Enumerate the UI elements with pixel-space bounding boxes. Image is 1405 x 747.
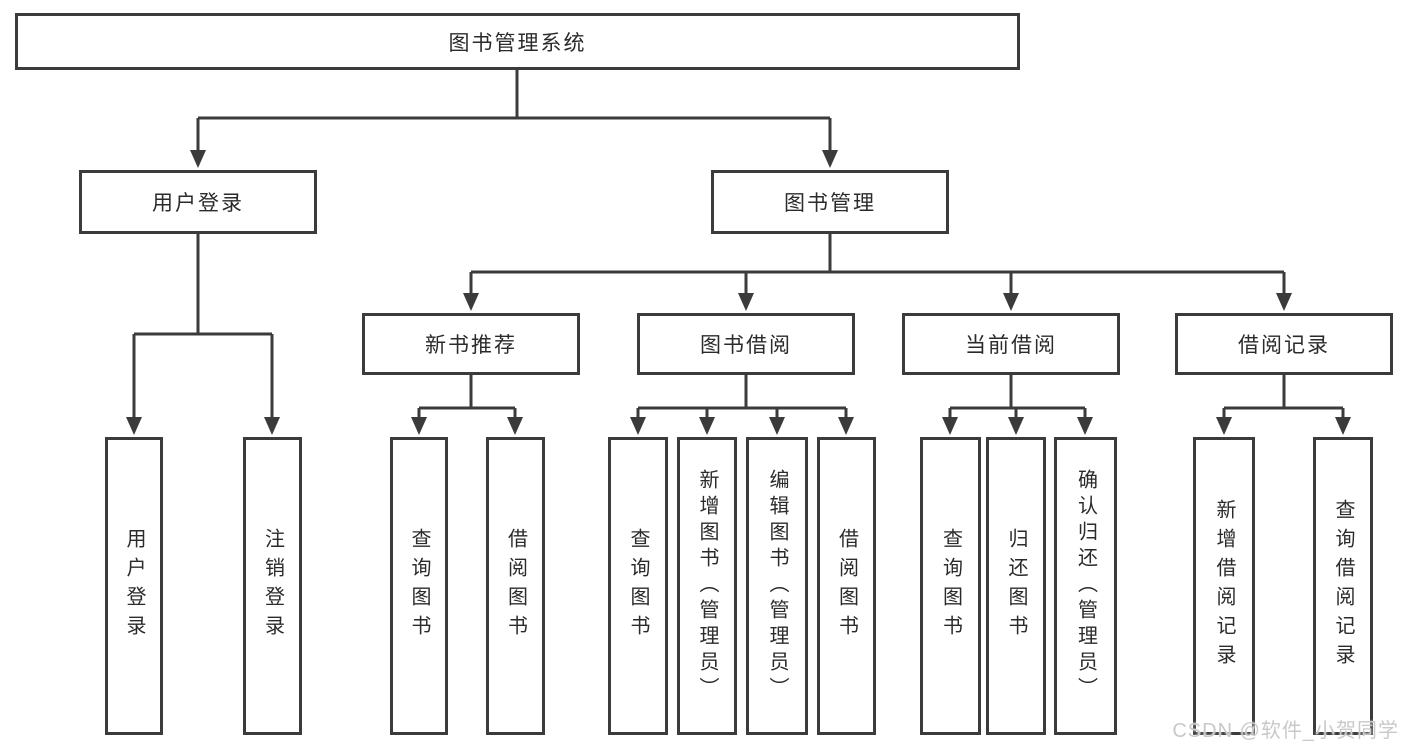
node-current-borrowing: 当前借阅	[902, 313, 1120, 375]
csdn-watermark: CSDN @软件_小贺同学	[1172, 720, 1399, 742]
node-label: 借阅记录	[1238, 334, 1330, 357]
node-new-book-recommend: 新书推荐	[362, 313, 580, 375]
node-label: 查询图书	[408, 528, 430, 644]
leaf-borrow-books-recommend: 借阅图书	[486, 437, 545, 735]
leaf-add-book-admin: 新增图书（管理员）	[677, 437, 737, 735]
leaf-return-book: 归还图书	[986, 437, 1046, 735]
leaf-add-borrow-record: 新增借阅记录	[1193, 437, 1255, 735]
node-book-borrowing: 图书借阅	[637, 313, 855, 375]
arrowheads	[126, 150, 1351, 435]
node-label: 图书借阅	[700, 334, 792, 357]
node-label: 查询图书	[627, 528, 649, 644]
leaf-confirm-return-admin: 确认归还（管理员）	[1054, 437, 1117, 735]
node-label: 用户登录	[123, 528, 145, 644]
node-book-management-system: 图书管理系统	[15, 13, 1020, 70]
node-label: 借阅图书	[504, 528, 527, 644]
node-book-management: 图书管理	[711, 170, 949, 234]
node-label: 确认归还（管理员）	[1074, 469, 1097, 703]
node-label: 注销登录	[261, 528, 284, 644]
node-user-login: 用户登录	[79, 170, 317, 234]
leaf-borrow-books: 借阅图书	[817, 437, 876, 735]
leaf-logout: 注销登录	[243, 437, 302, 735]
node-label: 图书管理	[784, 192, 876, 215]
node-label: 查询借阅记录	[1332, 499, 1354, 673]
leaf-query-books-borrowing: 查询图书	[608, 437, 668, 735]
node-label: 归还图书	[1005, 528, 1027, 644]
node-borrowing-records: 借阅记录	[1175, 313, 1393, 375]
leaf-user-login: 用户登录	[105, 437, 163, 735]
node-label: 新增图书（管理员）	[696, 469, 718, 703]
node-label: 当前借阅	[965, 334, 1057, 357]
leaf-query-books-current: 查询图书	[920, 437, 981, 735]
leaf-query-borrow-record: 查询借阅记录	[1313, 437, 1373, 735]
leaf-edit-book-admin: 编辑图书（管理员）	[746, 437, 808, 735]
node-label: 查询图书	[939, 528, 962, 644]
node-label: 用户登录	[152, 192, 244, 215]
leaf-query-books-recommend: 查询图书	[390, 437, 448, 735]
node-label: 新增借阅记录	[1213, 499, 1235, 673]
node-label: 图书管理系统	[448, 31, 587, 55]
node-label: 新书推荐	[425, 334, 517, 357]
node-label: 编辑图书（管理员）	[766, 469, 788, 703]
node-label: 借阅图书	[835, 528, 858, 644]
